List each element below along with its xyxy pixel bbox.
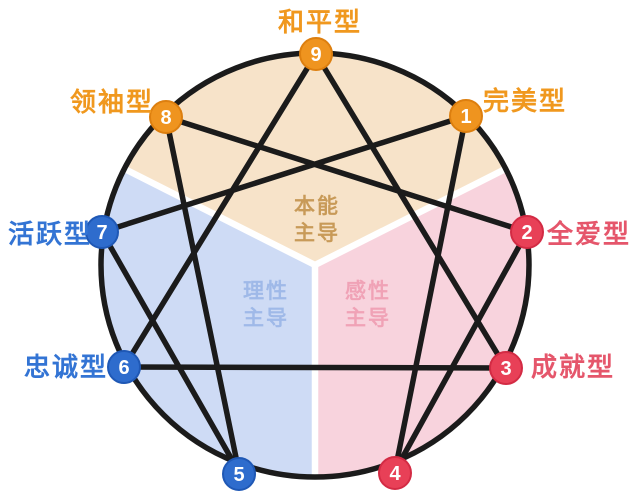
node-7-number: 7 xyxy=(96,222,107,244)
label-type-9: 和平型 xyxy=(278,7,362,37)
line-4-2 xyxy=(392,229,530,474)
label-type-1: 完美型 xyxy=(483,86,567,116)
node-3-number: 3 xyxy=(500,358,511,380)
node-9-marker xyxy=(299,37,333,71)
node-4: 4 xyxy=(378,456,412,490)
line-1-4 xyxy=(392,113,469,474)
sector-feeling-label-line2: 主导 xyxy=(345,307,391,330)
type-labels: 和平型 完美型 全爱型 成就型 忠诚型 活跃型 领袖型 xyxy=(8,7,631,382)
node-3-marker xyxy=(489,351,523,385)
node-1-marker xyxy=(449,99,483,133)
sector-thinking-label-line2: 主导 xyxy=(243,307,289,330)
sector-feeling-label-line1: 感性 xyxy=(345,279,391,303)
node-5-marker xyxy=(222,457,256,491)
node-7: 7 xyxy=(85,215,119,249)
node-6-marker xyxy=(107,350,141,384)
node-8-number: 8 xyxy=(160,107,171,129)
sector-divider-left xyxy=(121,165,319,269)
node-5-number: 5 xyxy=(233,464,244,486)
node-4-number: 4 xyxy=(389,463,401,485)
line-5-7 xyxy=(99,229,242,475)
label-type-8: 领袖型 xyxy=(70,87,154,117)
node-3: 3 xyxy=(489,351,523,385)
sector-instinct-label-line2: 主导 xyxy=(294,222,340,245)
node-2: 2 xyxy=(510,215,544,249)
line-9-3 xyxy=(313,51,509,371)
sector-thinking-label-line1: 理性 xyxy=(243,279,289,303)
node-2-number: 2 xyxy=(521,222,532,244)
line-2-8 xyxy=(163,114,530,235)
sector-captions: 本能 主导 理性 主导 感性 主导 xyxy=(243,194,391,330)
node-markers: 9 1 2 3 4 5 6 7 xyxy=(85,37,544,491)
node-6: 6 xyxy=(107,350,141,384)
line-6-9 xyxy=(121,51,319,370)
sector-divider-right xyxy=(311,165,509,269)
node-7-marker xyxy=(85,215,119,249)
node-1: 1 xyxy=(449,99,483,133)
node-2-marker xyxy=(510,215,544,249)
sector-instinct-label-line1: 本能 xyxy=(294,194,340,218)
line-3-6 xyxy=(121,364,509,371)
node-1-number: 1 xyxy=(460,106,471,128)
label-type-7: 活跃型 xyxy=(8,219,92,249)
node-6-number: 6 xyxy=(118,357,129,379)
node-4-marker xyxy=(378,456,412,490)
line-8-5 xyxy=(163,114,242,475)
line-7-1 xyxy=(99,113,469,235)
node-9: 9 xyxy=(299,37,333,71)
label-type-2: 全爱型 xyxy=(546,219,631,249)
label-type-3: 成就型 xyxy=(531,352,615,382)
node-5: 5 xyxy=(222,457,256,491)
connection-lines xyxy=(99,51,530,475)
node-8-marker xyxy=(149,100,183,134)
node-9-number: 9 xyxy=(310,44,321,66)
label-type-6: 忠诚型 xyxy=(24,352,108,382)
node-8: 8 xyxy=(149,100,183,134)
